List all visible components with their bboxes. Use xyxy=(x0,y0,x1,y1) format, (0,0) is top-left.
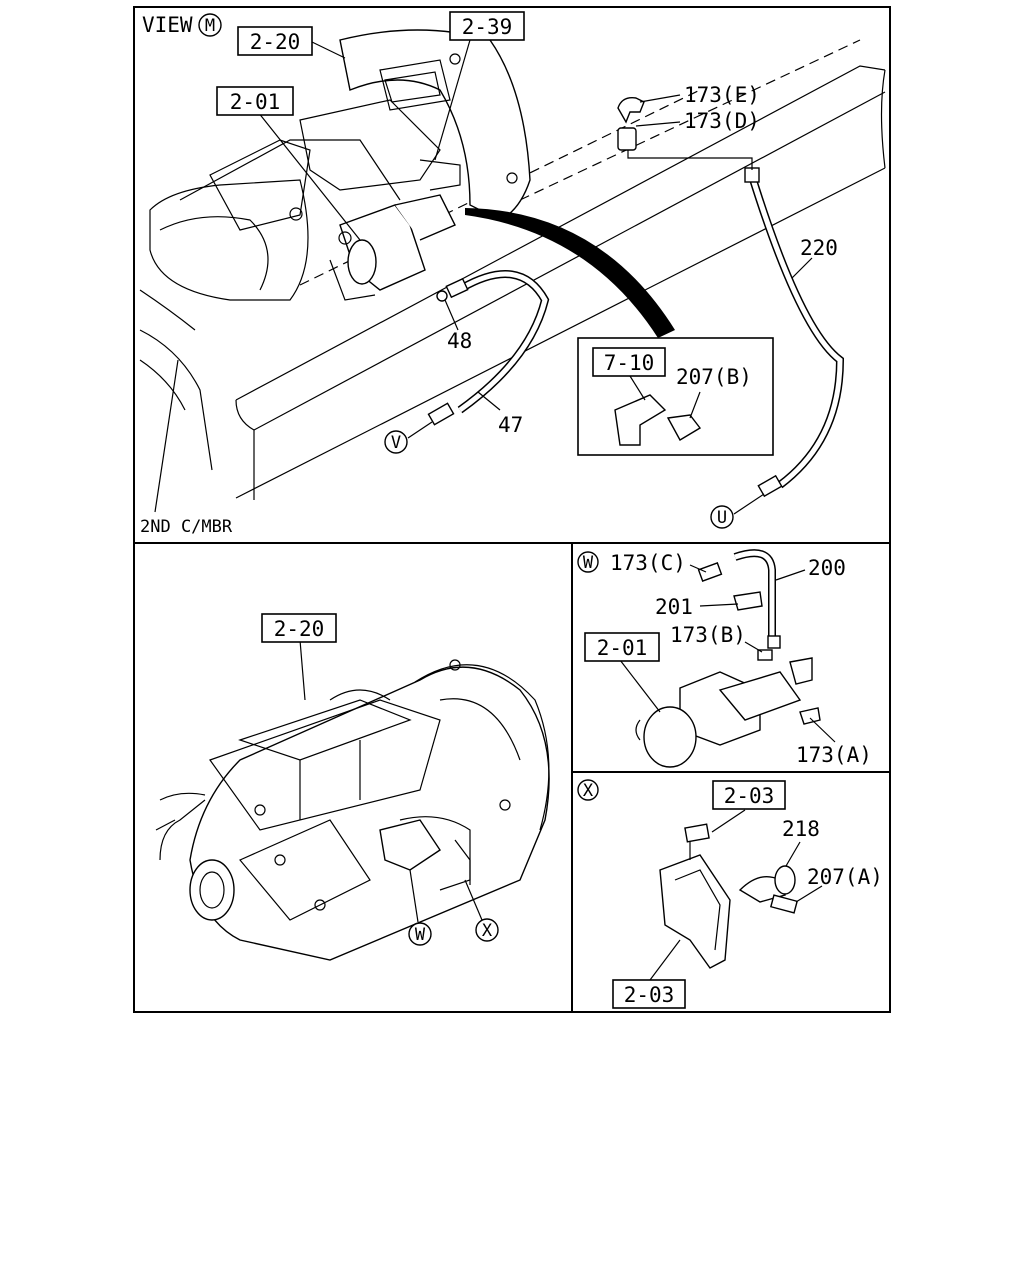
part-48-label: 48 xyxy=(447,329,472,353)
top-leaders xyxy=(154,39,813,515)
part-173e-label: 173(E) xyxy=(684,83,760,107)
booster-detail-drawing xyxy=(635,549,821,768)
part-207a-label: 207(A) xyxy=(807,865,883,889)
ref-2-39-box xyxy=(449,11,525,41)
detail-x-leaders xyxy=(649,809,823,981)
detail-w-ref-2-01-label: 2-01 xyxy=(597,636,648,660)
ref-2-01-box xyxy=(216,86,294,116)
part-200-label: 200 xyxy=(808,556,846,580)
transmission-assembly-drawing xyxy=(155,659,550,961)
part-173d-label: 173(D) xyxy=(684,109,760,133)
left-ref-2-20-box xyxy=(261,613,337,643)
left-mark-w: W xyxy=(415,925,426,945)
mark-u-circle xyxy=(710,505,734,529)
detail-w-leaders xyxy=(619,564,836,743)
left-leader-w xyxy=(409,869,419,923)
ref-7-10-label: 7-10 xyxy=(604,351,655,375)
part-218-label: 218 xyxy=(782,817,820,841)
left-leader-x xyxy=(464,879,483,921)
diagram-frame xyxy=(133,6,891,1013)
detail-x-mark-circle xyxy=(577,779,599,801)
clutch-booster-drawing xyxy=(329,194,456,301)
view-label: VIEW xyxy=(142,13,193,37)
part-173b-label: 173(B) xyxy=(670,623,746,647)
left-mark-w-circle xyxy=(408,922,432,946)
ref-7-10-box xyxy=(592,347,666,377)
left-mark-x: X xyxy=(482,921,493,941)
ref-2-01-label: 2-01 xyxy=(230,90,281,114)
detail-x-panel: X 2-03 218 207(A) 2-03 xyxy=(577,779,883,1009)
detail-w-panel: W 173(C) 200 201 173(B) 2 xyxy=(577,549,872,768)
transmission-housing-drawing xyxy=(139,29,531,331)
part-173a-label: 173(A) xyxy=(796,743,872,767)
detail-w-ref-2-01-box xyxy=(584,632,660,662)
fittings-173-drawing xyxy=(617,97,645,151)
hose-220-drawing xyxy=(627,150,845,498)
crossmember-label: 2ND C/MBR xyxy=(140,517,233,537)
part-207b-label: 207(B) xyxy=(676,365,752,389)
bracket-detail-drawing xyxy=(659,823,799,969)
ref-2-20-box xyxy=(237,26,313,56)
detail-x-ref-2-03-bottom-box xyxy=(612,979,686,1009)
left-ref-2-20-label: 2-20 xyxy=(274,617,325,641)
mark-v-circle xyxy=(384,430,408,454)
left-leader-2-20 xyxy=(299,639,306,701)
left-panel-transmission: 2-20 W X xyxy=(155,613,550,961)
part-220-label: 220 xyxy=(800,236,838,260)
detail-w-mark-circle xyxy=(577,551,599,573)
part-47-label: 47 xyxy=(498,413,523,437)
part-173c-label: 173(C) xyxy=(610,551,686,575)
ref-2-39-label: 2-39 xyxy=(462,15,513,39)
detail-x-mark: X xyxy=(583,781,594,801)
hose-47-drawing xyxy=(427,270,550,426)
view-mark: M xyxy=(205,16,215,36)
detail-x-ref-2-03-top-box xyxy=(712,780,786,810)
mark-v: V xyxy=(391,433,401,453)
detail-x-ref-2-03-top-label: 2-03 xyxy=(724,784,775,808)
part-201-label: 201 xyxy=(655,595,693,619)
detail-x-ref-2-03-bottom-label: 2-03 xyxy=(624,983,675,1007)
top-panel-view-m: VIEW M 2-20 2-39 2-01 173(E) 173(D) 220 … xyxy=(139,11,886,537)
left-mark-x-circle xyxy=(475,918,499,942)
mark-u: U xyxy=(717,508,727,528)
detail-w-mark: W xyxy=(583,553,594,573)
view-mark-circle xyxy=(198,13,222,37)
callout-arrow xyxy=(465,208,675,338)
ref-2-20-label: 2-20 xyxy=(250,30,301,54)
frame-rail-drawing xyxy=(139,39,886,500)
